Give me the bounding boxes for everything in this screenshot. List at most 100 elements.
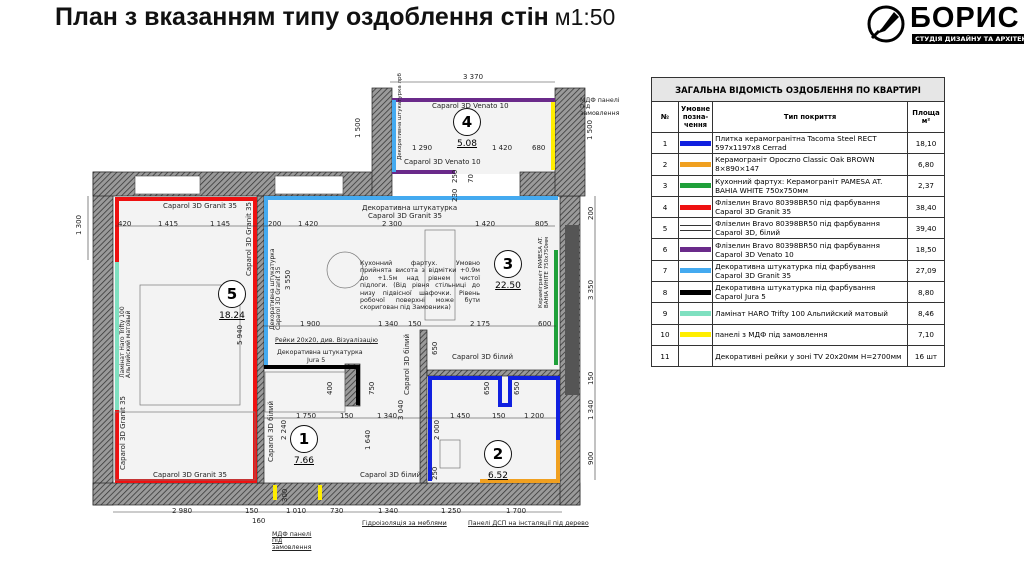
- dimension: 1 700: [506, 507, 527, 515]
- row-type: Ламінат HARO Trifty 100 Альпийский матов…: [712, 302, 908, 325]
- dimension: 420: [118, 220, 132, 228]
- floor-area: [113, 196, 562, 483]
- finish-lines: [115, 98, 560, 500]
- row-num: 4: [651, 195, 679, 219]
- table-row: 11 Декоративні рейки у зоні TV 20х20мм H=…: [651, 344, 945, 368]
- room-number: 1: [290, 425, 318, 453]
- finish-label: Caparol 3D білий: [403, 334, 411, 395]
- row-type: Флізелин Bravo 80398BR50 під фарбування …: [712, 217, 908, 240]
- dimension: 1 900: [300, 320, 321, 328]
- header-num: №: [651, 101, 679, 133]
- finish-label: Caparol 3D Granit 35: [245, 201, 253, 276]
- table-row: 9 Ламінат HARO Trifty 100 Альпийский мато…: [651, 302, 945, 325]
- legend-swatch: [677, 174, 714, 197]
- dimension: 1 500: [586, 119, 594, 140]
- dimension: 1 640: [364, 429, 372, 450]
- legend-swatch: [677, 259, 714, 283]
- row-area: 27,09: [907, 259, 945, 283]
- dimension: 1 500: [354, 117, 362, 138]
- dimension-lines: [87, 81, 596, 513]
- dimension: 650: [513, 381, 521, 395]
- legend-swatch: [677, 153, 714, 176]
- dimension: 2 980: [172, 507, 193, 515]
- dimension: 1 420: [475, 220, 496, 228]
- dimension: 1 250: [441, 507, 462, 515]
- finish-label: Jura 5: [307, 357, 326, 364]
- dimension: 1 200: [524, 412, 545, 420]
- room-area: 7.66: [293, 456, 315, 466]
- dimension: 680: [532, 144, 546, 152]
- paint-brush-icon: [867, 5, 905, 43]
- finish-label: МДФ панелі під замовлення: [272, 531, 312, 551]
- dimension: 1 420: [298, 220, 319, 228]
- row-type: Плитка керамогранітна Tacoma Steel RECT …: [712, 131, 908, 155]
- finish-label: Caparol 3D Granit 35: [368, 212, 443, 220]
- row-num: 1: [651, 131, 679, 155]
- dimension: 1 340: [377, 412, 398, 420]
- row-type: Керамограніт Opoczno Classic Oak BROWN 8…: [712, 153, 908, 176]
- finish-label: Caparol 3D Granit 35: [119, 395, 127, 470]
- row-num: 7: [651, 259, 679, 283]
- finish-label: Caparol 3D Venato 10: [404, 158, 481, 166]
- row-type: панелі з МДФ під замовлення: [712, 323, 908, 346]
- row-num: 3: [651, 174, 679, 197]
- dimension: 600: [538, 320, 552, 328]
- row-num: 9: [651, 302, 679, 325]
- finish-label: Ламінат Haro Trifty 100 Альпийский матов…: [119, 306, 132, 378]
- finish-label: Декоративна штукатурка: [277, 349, 363, 356]
- room-area: 5.08: [456, 139, 478, 149]
- row-area: 8,46: [907, 302, 945, 325]
- header-area: Площа м²: [907, 101, 945, 133]
- dimension: 3 550: [284, 269, 292, 290]
- row-type: Декоративні рейки у зоні TV 20х20мм H=27…: [712, 344, 908, 368]
- finish-label: Caparol 3D білий: [360, 471, 421, 479]
- room-number: 2: [484, 440, 512, 468]
- kitchen-apron-note: Кухонний фартух. Умовно прийнята висота …: [360, 260, 480, 312]
- dimension: 1 145: [210, 220, 231, 228]
- dimension: 2 240: [280, 419, 288, 440]
- row-num: 6: [651, 238, 679, 261]
- dimension: 1 300: [75, 214, 83, 235]
- table-row: 3 Кухонний фартух: Керамограніт PAMESA AT…: [651, 174, 945, 197]
- dimension: 400: [326, 381, 334, 395]
- finish-label: Рейки 20х20, див. Візуалізацію: [275, 337, 378, 344]
- finish-label: Caparol 3D Granit 35: [163, 202, 238, 210]
- legend-swatch: [677, 344, 714, 368]
- table-body: 1 Плитка керамогранітна Tacoma Steel RECT…: [651, 131, 945, 368]
- header-legend: Умовне позна-чення: [677, 101, 714, 133]
- dimension: 730: [330, 507, 344, 515]
- dimension: 150: [408, 320, 422, 328]
- room-number: 3: [494, 250, 522, 278]
- dimension: 3 040: [397, 399, 405, 420]
- legend-swatch: [677, 195, 714, 219]
- room-area: 18.24: [219, 311, 245, 321]
- room-number: 4: [453, 108, 481, 136]
- room-area: 6.52: [487, 471, 509, 481]
- finish-label: Декоративна штукатурка: [362, 204, 458, 212]
- legend-swatch: [677, 302, 714, 325]
- dimension: 2 175: [470, 320, 491, 328]
- dimension: 1 450: [450, 412, 471, 420]
- dimension: 200: [268, 220, 282, 228]
- finish-label: Caparol 3D Granit 35: [153, 471, 228, 479]
- dimension: 650: [483, 381, 491, 395]
- row-num: 11: [651, 344, 679, 368]
- dimension: 1 010: [286, 507, 307, 515]
- row-type: Кухонний фартух: Керамограніт PAMESA AT.…: [712, 174, 908, 197]
- header-type: Тип покриття: [712, 101, 908, 133]
- row-area: 16 шт: [907, 344, 945, 368]
- dimension: 750: [368, 381, 376, 395]
- table-caption: ЗАГАЛЬНА ВІДОМІСТЬ ОЗДОБЛЕННЯ ПО КВАРТИР…: [651, 77, 945, 102]
- finish-label: Caparol 3D Venato 10: [432, 102, 509, 110]
- row-area: 38,40: [907, 195, 945, 219]
- dimension: 1 750: [296, 412, 317, 420]
- dimension: 3 370: [463, 73, 484, 81]
- scale-text: м1:50: [554, 4, 616, 30]
- dimension: 200: [587, 206, 595, 220]
- finish-schedule-table: ЗАГАЛЬНА ВІДОМІСТЬ ОЗДОБЛЕННЯ ПО КВАРТИР…: [651, 77, 945, 368]
- legend-swatch: [677, 281, 714, 304]
- dimension: 805: [535, 220, 549, 228]
